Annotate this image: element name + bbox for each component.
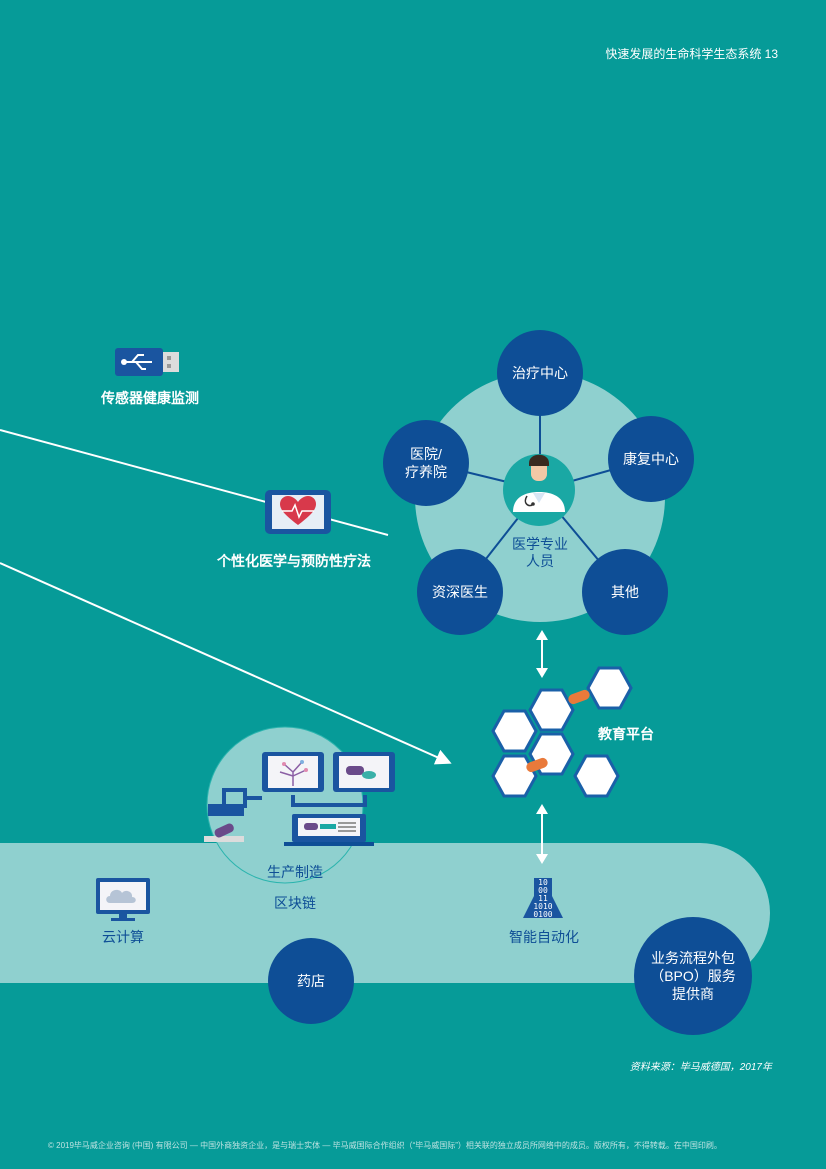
sensor-label: 传感器健康监测 [101, 390, 199, 406]
arrow-education-automation [536, 804, 548, 864]
hub-node-treatment-center: 治疗中心 [497, 330, 583, 416]
cloud-monitor-icon [96, 878, 150, 921]
hexagon [491, 709, 538, 753]
pill-icon [526, 757, 548, 773]
binary-line: 1010 [533, 902, 553, 911]
doctor-icon [503, 454, 575, 526]
hub-node-other: 其他 [582, 549, 668, 635]
heart-monitor-tablet-icon [265, 490, 331, 534]
hub-node-label: 康复中心 [623, 451, 679, 467]
flask-binary-text: 10 00 11 1010 0100 [523, 879, 563, 919]
source-note: 资料来源：毕马威德国，2017年 [629, 1062, 772, 1073]
hexagon [573, 754, 620, 798]
arrow-hub-education [536, 630, 548, 678]
ecosystem-band [0, 843, 770, 983]
hub-center-label: 医学专业 人员 [495, 536, 585, 570]
hub-node-label: 疗养院 [405, 464, 447, 480]
hexagon [491, 754, 538, 798]
hub-node-label: 治疗中心 [512, 365, 568, 381]
personalized-medicine-label: 个性化医学与预防性疗法 [217, 553, 371, 569]
hub-node-rehab-center: 康复中心 [608, 416, 694, 502]
hub-node-hospital: 医院/ 疗养院 [383, 420, 469, 506]
hub-node-label: 其他 [611, 584, 639, 600]
bpo-label-line: 提供商 [672, 986, 714, 1002]
pharmacy-circle: 药店 [268, 938, 354, 1024]
manufacturing-label: 生产制造 [267, 864, 323, 880]
pharmacy-label: 药店 [297, 973, 325, 989]
pill-icon [568, 689, 590, 705]
hub-node-senior-doctor: 资深医生 [417, 549, 503, 635]
blockchain-label: 区块链 [274, 895, 316, 911]
hexagon [528, 688, 575, 732]
education-platform-label: 教育平台 [598, 726, 654, 742]
hub-node-label: 医院/ [410, 446, 442, 462]
hub-center-line: 人员 [526, 553, 554, 569]
binary-line: 0100 [533, 910, 553, 919]
usb-sensor-icon [115, 348, 179, 376]
automation-label: 智能自动化 [509, 929, 579, 945]
connector-line-lower [0, 562, 452, 765]
binary-line: 00 [538, 886, 548, 895]
page-header-title: 快速发展的生命科学生态系统 13 [605, 47, 778, 61]
hexagon [586, 666, 633, 710]
flask-icon [523, 878, 563, 918]
binary-line: 11 [538, 894, 548, 903]
hub-center-line: 医学专业 [512, 536, 568, 552]
bpo-provider-circle: 业务流程外包 （BPO）服务 提供商 [634, 917, 752, 1035]
cloud-label: 云计算 [102, 929, 144, 945]
hub-node-label: 资深医生 [432, 584, 488, 600]
bpo-label-line: （BPO）服务 [650, 968, 736, 984]
manufacturing-devices-icon [204, 752, 395, 846]
binary-line: 10 [538, 878, 548, 887]
bpo-label-line: 业务流程外包 [651, 950, 735, 966]
copyright-footer: © 2019毕马威企业咨询 (中国) 有限公司 — 中国外商独资企业，是与瑞士实… [48, 1141, 722, 1150]
